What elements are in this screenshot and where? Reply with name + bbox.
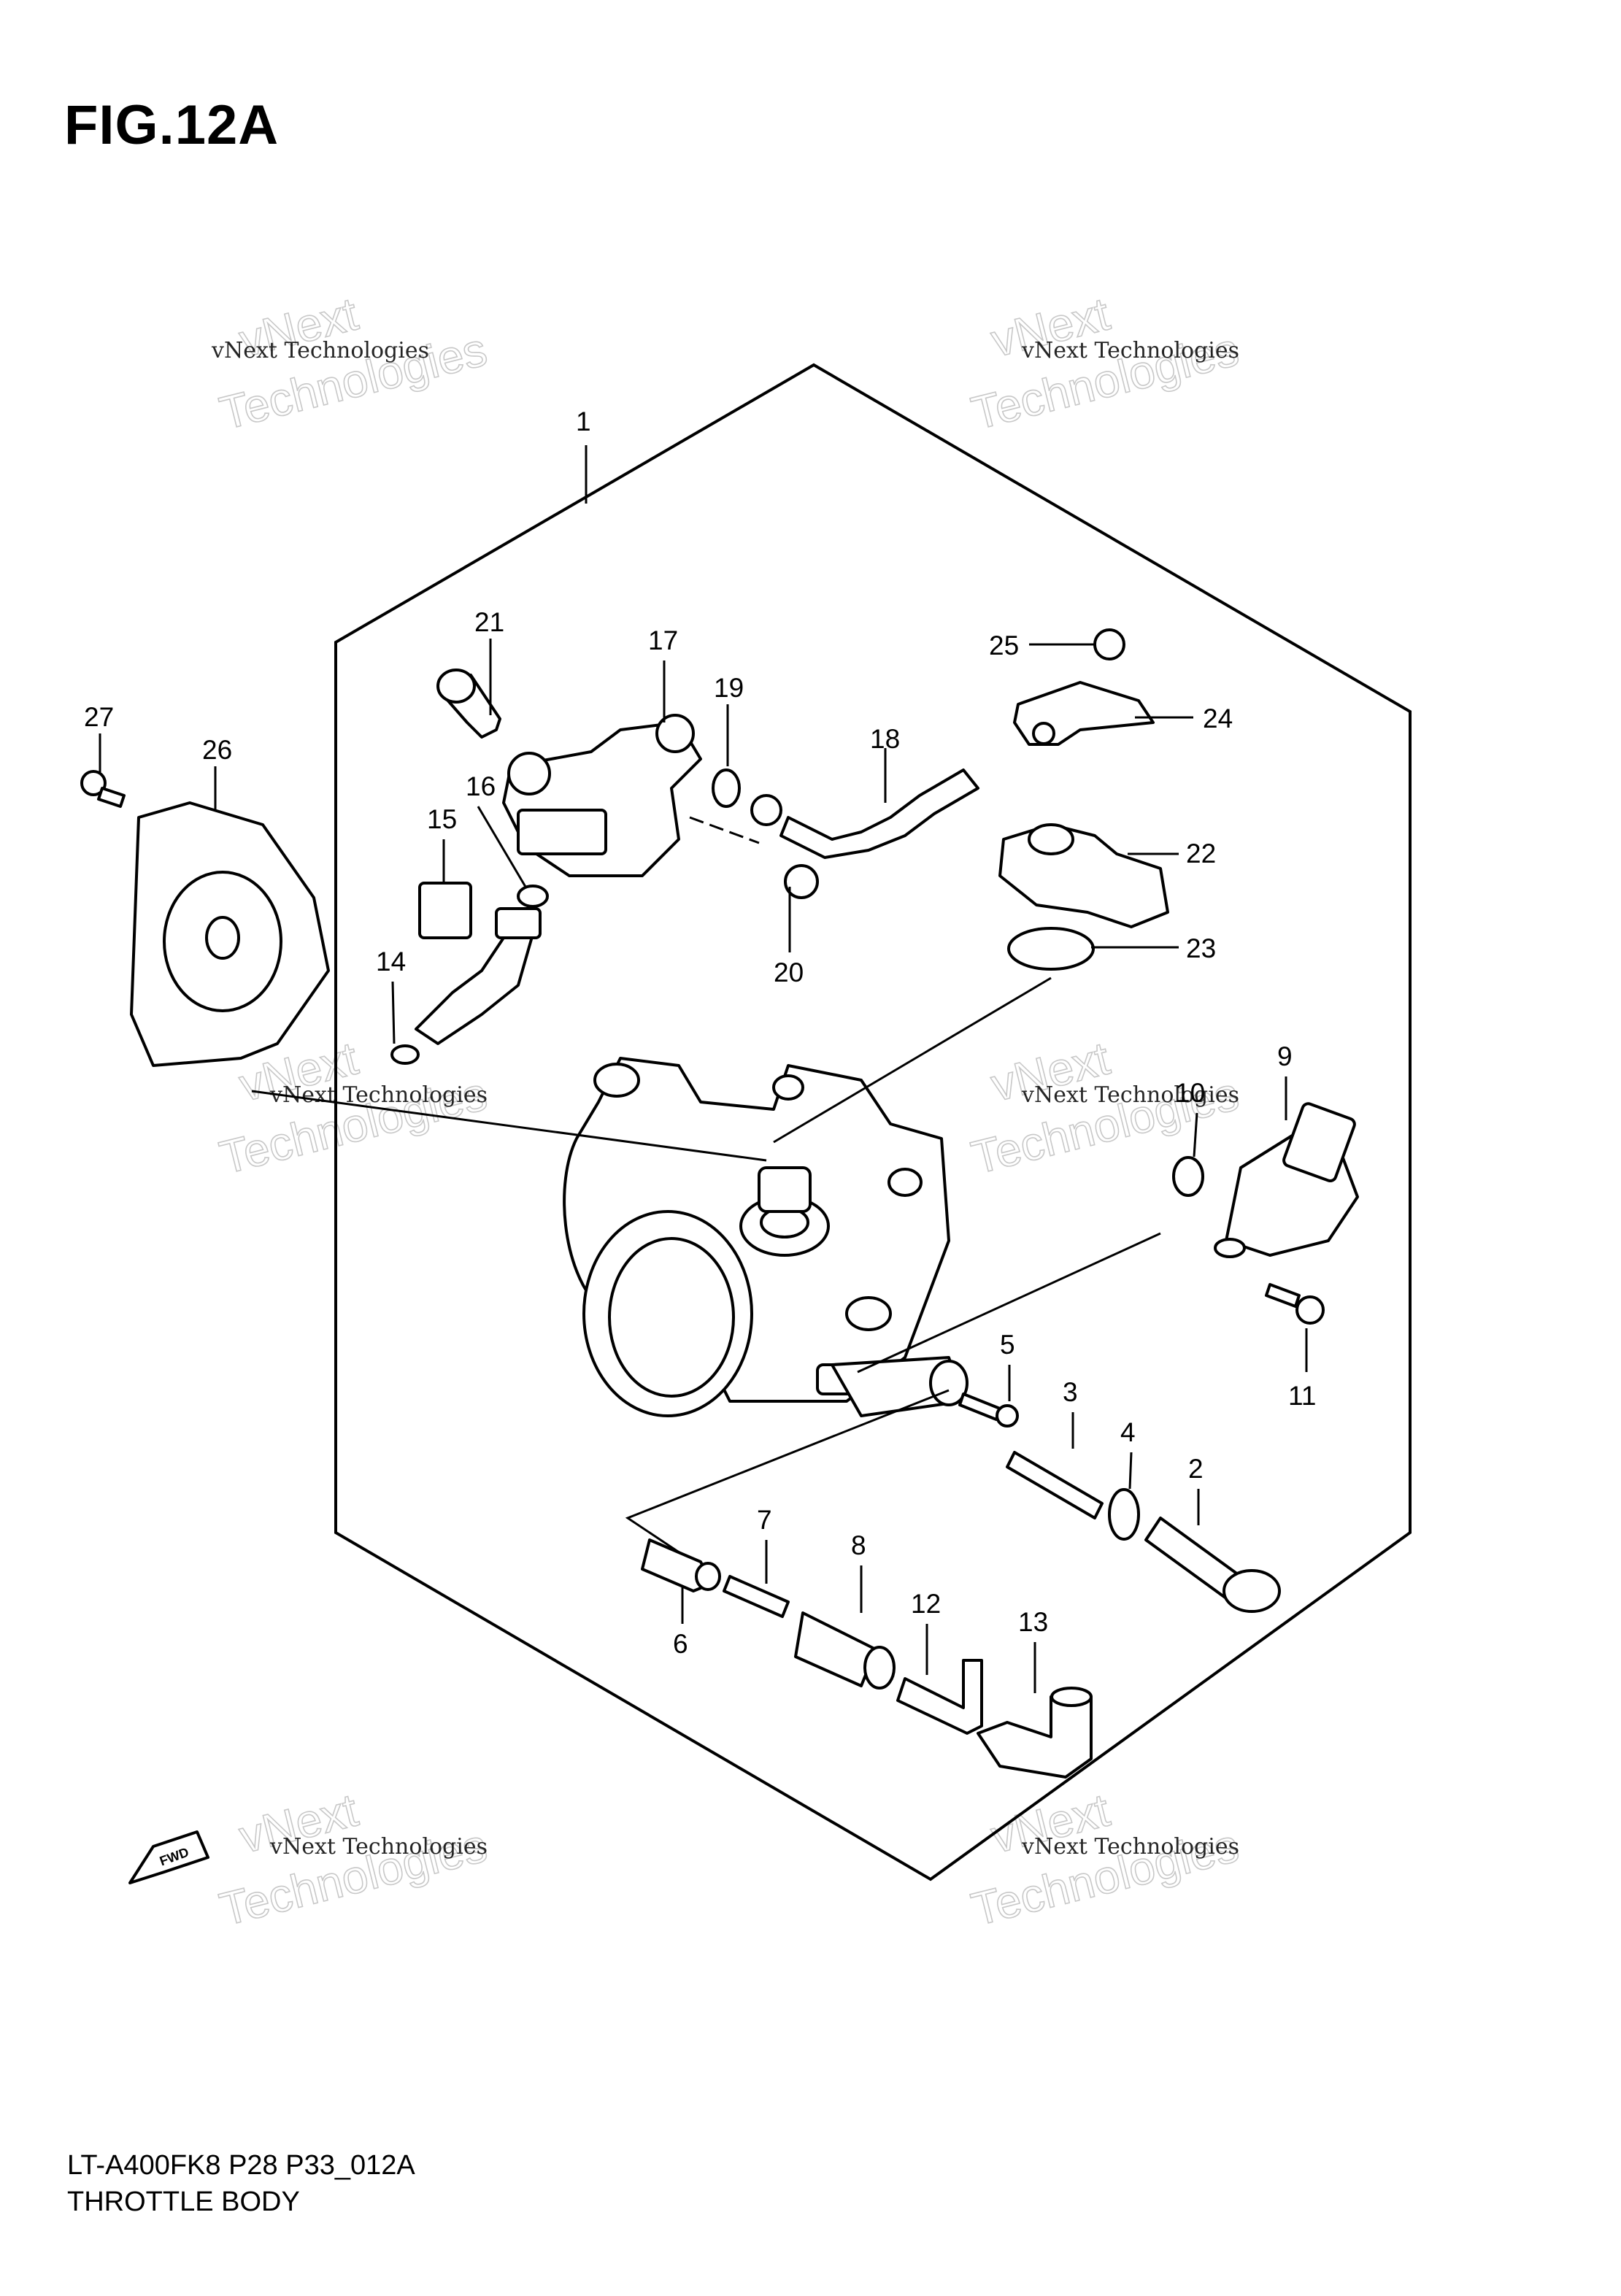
connector-line-b	[773, 976, 1052, 1144]
assembly-outline	[334, 363, 1412, 1881]
callout-22: 22	[1186, 839, 1216, 868]
svg-text:vNext Technologies: vNext Technologies	[1021, 1082, 1239, 1108]
watermark-bottom-right: vNext Technologies vNext Technologies	[966, 1783, 1244, 1937]
callout-7: 7	[757, 1505, 772, 1535]
callout-14: 14	[376, 947, 406, 976]
part-8-fitting	[794, 1565, 896, 1690]
throttle-body	[563, 1057, 969, 1417]
callout-19: 19	[714, 673, 744, 703]
svg-text:vNext Technologies: vNext Technologies	[1021, 338, 1239, 363]
connector-line-d	[625, 1389, 950, 1563]
callout-15: 15	[427, 804, 457, 834]
callout-23: 23	[1186, 933, 1216, 963]
watermark-bottom-left: vNext Technologies vNext Technologies	[214, 1783, 493, 1937]
callout-9: 9	[1277, 1041, 1293, 1071]
part-7-spring	[723, 1540, 790, 1618]
callout-20: 20	[774, 958, 804, 987]
part-9-sensor	[1214, 1076, 1359, 1258]
callout-24: 24	[1203, 704, 1233, 733]
part-25-screw	[1029, 628, 1125, 660]
part-17-fuel-rail	[502, 660, 702, 877]
part-21-pin	[436, 639, 501, 739]
callout-16: 16	[466, 771, 496, 801]
figure-title: FIG.12A	[64, 94, 280, 156]
part-11-screw	[1265, 1283, 1325, 1372]
callout-5: 5	[1000, 1330, 1015, 1360]
part-24-bracket	[1013, 681, 1193, 746]
part-22-sensor	[998, 823, 1179, 928]
fwd-arrow-icon: FWD	[128, 1830, 209, 1884]
part-4-oring	[1108, 1452, 1140, 1541]
callout-10: 10	[1175, 1078, 1205, 1108]
part-15-injector	[415, 839, 542, 1045]
watermark-mid-left: vNext Technologies vNext Technologies	[214, 1031, 493, 1185]
svg-text:vNext Technologies: vNext Technologies	[211, 338, 429, 363]
svg-text:vNext Technologies: vNext Technologies	[1021, 1834, 1239, 1860]
callout-11: 11	[1288, 1381, 1316, 1411]
callout-labels: 1 2 3 4 5 6 7 8 9 10 11 12 13 14 15 16 1…	[84, 407, 1316, 1659]
part-26-cover	[130, 766, 330, 1067]
part-2-screw	[1144, 1489, 1281, 1613]
callout-25: 25	[989, 631, 1019, 660]
part-16-seal	[477, 806, 549, 908]
part-13-elbow	[977, 1642, 1093, 1779]
part-27-screw	[80, 733, 126, 808]
connector-line-c	[857, 1232, 1161, 1374]
part-14-oring	[390, 981, 420, 1065]
callout-3: 3	[1063, 1377, 1078, 1407]
part-23-oring	[1007, 927, 1179, 971]
callout-17: 17	[648, 625, 678, 655]
part-5-screw	[958, 1365, 1019, 1428]
part-3-spring	[1006, 1412, 1104, 1519]
callout-4: 4	[1120, 1417, 1136, 1447]
part-20-screw	[784, 864, 819, 952]
callout-13: 13	[1018, 1607, 1048, 1637]
part-6-plunger	[641, 1538, 721, 1624]
callout-1: 1	[576, 407, 591, 436]
dashed-line-17	[689, 816, 760, 844]
watermark-top-right: vNext Technologies vNext Technologies	[966, 287, 1244, 441]
part-12-hose	[896, 1624, 983, 1735]
callout-27: 27	[84, 702, 114, 732]
connector-line-a	[251, 1090, 767, 1162]
svg-text:vNext Technologies: vNext Technologies	[269, 1834, 488, 1860]
part-10-oring	[1172, 1112, 1204, 1197]
callout-8: 8	[851, 1530, 866, 1560]
part-19-oring	[712, 704, 741, 808]
callout-2: 2	[1188, 1454, 1204, 1484]
diagram-name: THROTTLE BODY	[67, 2187, 300, 2217]
callout-26: 26	[202, 735, 232, 765]
svg-text:vNext Technologies: vNext Technologies	[269, 1082, 488, 1108]
callout-18: 18	[870, 724, 900, 754]
watermark-top-left: vNext Technologies vNext Technologies	[211, 287, 493, 441]
diagram-code: LT-A400FK8 P28 P33_012A	[67, 2150, 415, 2181]
callout-21: 21	[474, 607, 504, 637]
callout-6: 6	[673, 1629, 688, 1659]
part-18-pipe	[750, 748, 979, 859]
callout-12: 12	[911, 1589, 941, 1619]
